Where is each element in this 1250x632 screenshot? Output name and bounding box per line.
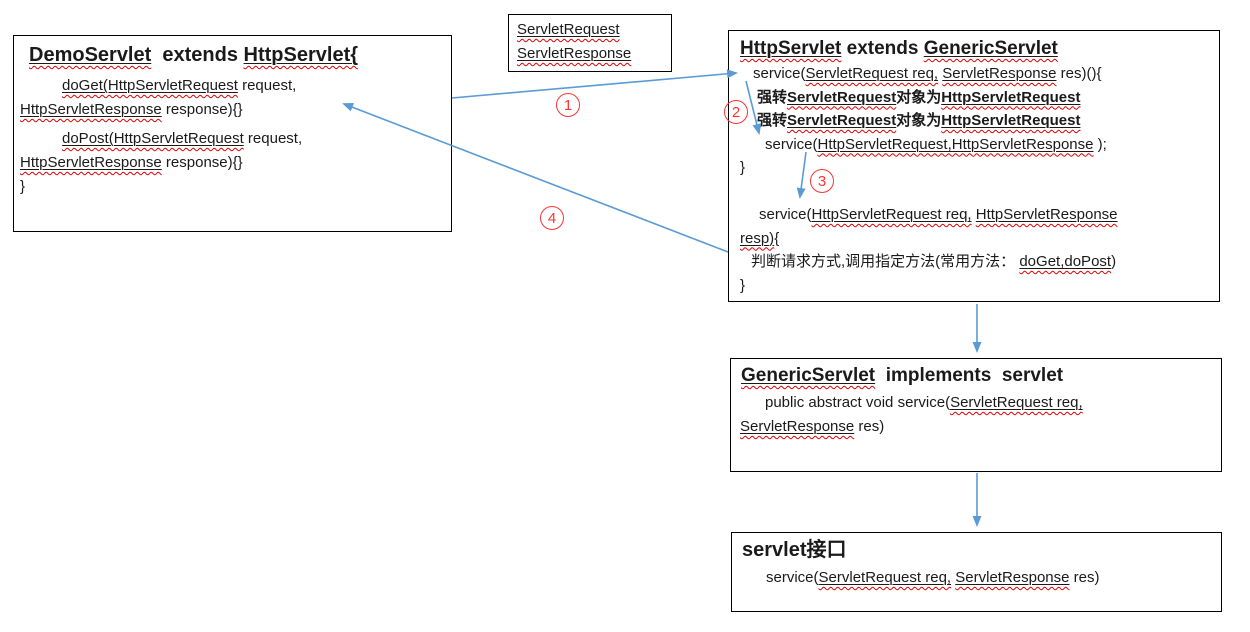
param-text: res) [1069,569,1100,586]
type-text: HttpServletResponse [975,206,1118,223]
cast-keyword-text: 强转 [757,112,788,129]
method-text: service( [759,206,812,223]
param-text: ); [1093,135,1107,153]
type-text: ServletRequest [517,21,620,38]
cast-keyword-text: 对象为 [896,88,942,106]
judge-request-line: 判断请求方式,调用指定方法(常用方法： doGet,doPost) [735,250,1213,274]
cast-keyword-text: 强转 [757,88,788,106]
interface-service-line: service(ServletRequest req, ServletRespo… [738,566,1215,590]
param-text: ServletRequest req, [950,394,1083,411]
demo-servlet-class-box: DemoServlet extends HttpServlet{ doGet(H… [13,35,452,232]
type-text: ServletResponse [517,45,632,62]
service-signature-line: service(ServletRequest req, ServletRespo… [735,62,1213,86]
type-text: HttpServletResponse [20,101,162,118]
type-text: HttpServletResponse [20,154,162,171]
class-name-text: DemoServlet [29,44,152,66]
param-text: resp) [740,229,775,247]
arrow-step1-demo-to-http [451,69,738,99]
param-text: ServletRequest req, [818,569,952,586]
type-text: ServletResponse [740,418,855,435]
class-name-text: GenericServlet [741,365,876,386]
step-4-badge: 4 [540,206,564,230]
param-text: response){} [161,154,243,171]
type-text: HttpServletRequest [941,88,1081,106]
type-text: ServletResponse [942,65,1057,82]
param-text: ServletRequest req, [805,65,939,82]
param-text: request, [243,130,303,147]
type-text: ServletRequest [787,112,897,129]
dopost-method-line: doPost(HttpServletRequest request, [20,127,445,151]
keyword-text: extends [841,38,924,59]
param-text: HttpServletRequest,HttpServletResponse [817,135,1094,153]
chinese-comment-text: 判断请求方式,调用指定方法(常用方法： [751,253,1020,270]
method-text: service( [765,135,818,153]
cast-line-1: 强转ServletRequest对象为HttpServletRequest [735,86,1213,110]
method-text: doPost(HttpServletRequest [62,130,244,147]
step-1-badge: 1 [556,93,580,117]
servlet-interface-box: servlet接口 service(ServletRequest req, Se… [731,532,1222,612]
class-name-text: HttpServlet [740,38,842,59]
generic-servlet-class-box: GenericServlet implements servlet public… [730,358,1222,472]
param-text: response){} [161,101,243,118]
http-servlet-class-box: HttpServlet extends GenericServlet servi… [728,30,1220,302]
param-text: res)(){ [1056,65,1102,82]
closing-brace: } [740,159,746,176]
paren-text: ) [1111,253,1117,270]
servlet-response-label: ServletResponse [517,42,663,66]
generic-servlet-title: GenericServlet implements servlet [737,363,1215,389]
arrow-step2-cast-flow [745,80,762,135]
service-http-signature-line: service(HttpServletRequest req, HttpServ… [735,203,1213,227]
inner-service-call-line: service(HttpServletRequest,HttpServletRe… [735,133,1213,157]
closing-brace: } [740,276,746,294]
param-text: request, [237,77,297,94]
step-2-badge: 2 [724,100,748,124]
servlet-request-label: ServletRequest [517,18,663,42]
closing-brace: } [20,178,26,195]
method-text: public abstract void service( [765,394,951,411]
dopost-wrap-line: HttpServletResponse response){} [20,151,445,175]
http-servlet-title: HttpServlet extends GenericServlet [735,35,1213,62]
servlet-interface-title: servlet接口 [742,539,847,561]
class-name-text: HttpServlet{ [243,44,359,66]
method-text: service( [766,569,819,586]
method-text: doGet(HttpServletRequest [62,77,238,94]
step-3-badge: 3 [810,169,834,193]
brace-text: { [774,229,780,247]
param-text: HttpServletRequest req, [811,206,972,223]
class-name-text: GenericServlet [923,38,1058,59]
doget-wrap-line: HttpServletResponse response){} [20,98,445,122]
type-text: ServletResponse [955,569,1070,586]
type-text: ServletRequest [787,88,897,106]
keyword-text: extends [151,44,244,66]
param-text: res) [854,418,885,435]
cast-line-2: 强转ServletRequest对象为HttpServletRequest [735,109,1213,133]
keyword-text: implements servlet [875,365,1064,386]
type-text: HttpServletRequest [941,112,1081,129]
abstract-service-line: public abstract void service(ServletRequ… [737,391,1215,415]
doget-method-line: doGet(HttpServletRequest request, [20,74,445,98]
cast-keyword-text: 对象为 [896,112,942,129]
request-response-box: ServletRequest ServletResponse [508,14,672,72]
signature-wrap-line: resp){ [735,227,1213,251]
arrow-step4-back-to-demo [342,103,729,253]
abstract-service-wrap-line: ServletResponse res) [737,415,1215,439]
arrow-step3-to-http-service [796,151,807,199]
method-text: doGet,doPost [1019,253,1112,270]
demo-servlet-title: DemoServlet extends HttpServlet{ [20,40,445,70]
method-text: service( [753,65,806,82]
